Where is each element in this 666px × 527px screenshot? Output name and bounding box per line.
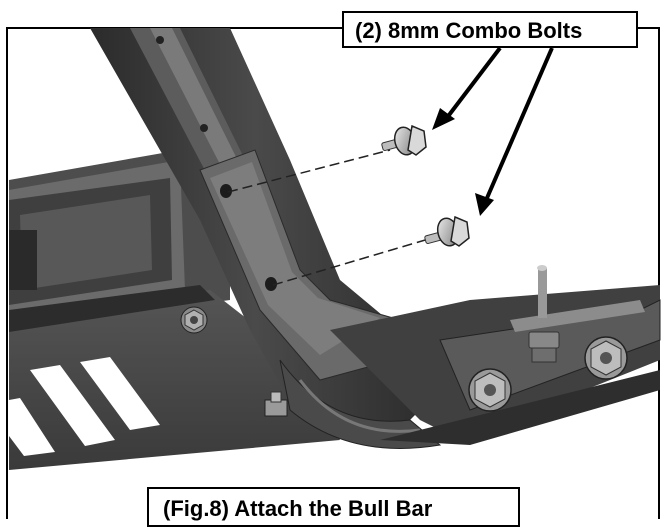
combo-bolt-icon <box>424 215 470 247</box>
combo-bolt-icon <box>381 124 427 156</box>
figure-frame <box>6 27 660 519</box>
hex-nut-icon <box>180 306 208 334</box>
hex-nut-icon <box>468 368 512 412</box>
hex-nut-icon <box>584 336 628 380</box>
alignment-line <box>272 237 433 286</box>
alignment-line <box>227 149 391 193</box>
arrow-icon <box>475 47 554 216</box>
hex-nut-icon <box>264 391 288 417</box>
bolt-hole <box>220 184 232 198</box>
frame-rail <box>9 150 230 330</box>
skid-slot <box>9 398 55 456</box>
figure-caption: (Fig.8) Attach the Bull Bar <box>147 487 520 527</box>
lower-hoop <box>279 359 442 449</box>
skid-slot <box>80 357 160 430</box>
skid-slot <box>30 365 115 446</box>
callout-label: (2) 8mm Combo Bolts <box>342 11 638 48</box>
bolt-hole <box>265 277 277 291</box>
arrow-icon <box>432 46 502 130</box>
